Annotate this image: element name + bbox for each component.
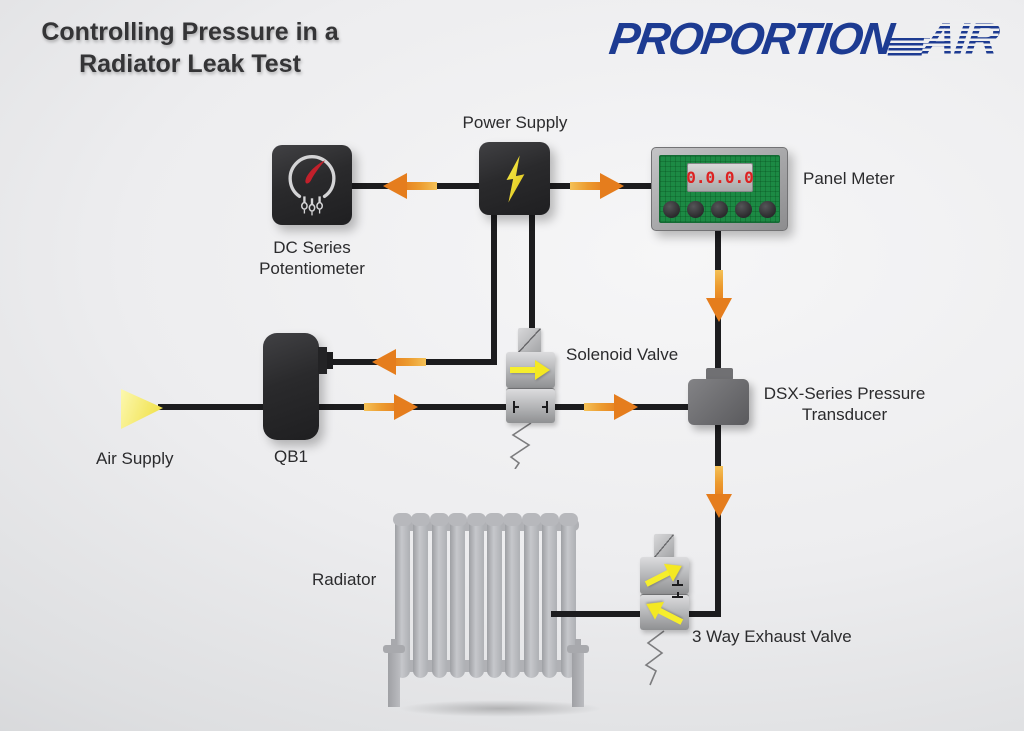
arrow-transducer-down-icon (706, 466, 732, 518)
logo-word-proportion: PROPORTION (606, 13, 896, 64)
pipe-airsupply-qb1 (158, 404, 268, 410)
radiator-leg-fitting (383, 645, 405, 653)
spring-icon (509, 422, 532, 469)
pcb-board: 0.0.0.0 (659, 155, 780, 223)
qb1-connector (318, 347, 327, 374)
power-supply-box (479, 142, 550, 215)
pipe-transducer-exhaustvalve-vertical (715, 424, 721, 617)
pipe-transducer-exhaustvalve-horizontal (687, 611, 721, 617)
radiator-tubes (393, 513, 578, 678)
wire-powersupply-qb1-vertical (491, 214, 497, 365)
radiator-label: Radiator (312, 570, 377, 589)
logo-word-air: AIR (919, 13, 1002, 64)
arrow-panelmeter-down-icon (706, 270, 732, 322)
power-supply-label: Power Supply (462, 113, 568, 132)
solenoid-coil (518, 328, 541, 353)
digital-display: 0.0.0.0 (686, 163, 754, 192)
solenoid-port-tick (513, 406, 519, 408)
panel-meter-label: Panel Meter (803, 169, 895, 188)
transducer-box (688, 379, 749, 425)
radiator (393, 513, 585, 714)
qb1-label: QB1 (274, 447, 309, 466)
transducer-label-line-2: Transducer (801, 405, 888, 425)
arrow-solenoid-to-transducer-icon (584, 394, 638, 420)
qb1-connector-tip (327, 352, 333, 369)
exhaust-valve-port-tick (677, 580, 679, 586)
exhaust-valve-port-tick (677, 592, 679, 598)
qb1-box (263, 333, 319, 440)
arrow-qb1-to-solenoid-icon (364, 394, 418, 420)
solenoid-port-tick (542, 406, 548, 408)
meter-buttons (663, 201, 778, 218)
pipe-exhaustvalve-radiator (551, 611, 643, 617)
transducer-label-line-1: DSX-Series Pressure (763, 384, 926, 403)
title-line-1: Controlling Pressure in a (41, 18, 339, 46)
radiator-leg (388, 653, 400, 707)
radiator-leg-fitting (567, 645, 589, 653)
meter-button (687, 201, 704, 218)
arrow-to-potentiometer-icon (383, 173, 437, 199)
proportion-air-logo: PROPORTION AIR (606, 13, 1002, 64)
potentiometer-label-line-2: Potentiometer (259, 259, 365, 279)
lightning-icon (506, 154, 524, 203)
air-supply-icon (121, 389, 163, 429)
solenoid-valve-label: Solenoid Valve (566, 345, 679, 364)
meter-button (663, 201, 680, 218)
transducer-label: DSX-Series Pressure Transducer (757, 383, 932, 426)
arrow-to-qb1-icon (372, 349, 426, 375)
air-supply-label: Air Supply (96, 449, 174, 468)
solenoid-flow-arrow-icon (510, 360, 550, 380)
meter-button (711, 201, 728, 218)
radiator-leg-fitting (575, 639, 581, 646)
panel-meter-box: 0.0.0.0 (651, 147, 788, 231)
exhaust-valve-label: 3 Way Exhaust Valve (692, 627, 852, 646)
potentiometer-label-line-1: DC Series (273, 238, 351, 257)
wire-powersupply-solenoid (529, 214, 535, 330)
potentiometer-box (272, 145, 352, 225)
meter-button (759, 201, 776, 218)
spring-icon (644, 630, 665, 686)
exhaust-valve-coil (654, 534, 674, 558)
radiator-leg-fitting (391, 639, 397, 646)
radiator-leg (572, 653, 584, 707)
radiator-shadow (398, 700, 603, 717)
meter-button (735, 201, 752, 218)
arrow-to-panelmeter-icon (570, 173, 624, 199)
gauge-icon (288, 155, 336, 216)
potentiometer-label: DC Series Potentiometer (237, 237, 387, 280)
title-line-2: Radiator Leak Test (79, 50, 301, 78)
transducer-cap (706, 368, 733, 380)
page-title: Controlling Pressure in a Radiator Leak … (24, 16, 356, 80)
